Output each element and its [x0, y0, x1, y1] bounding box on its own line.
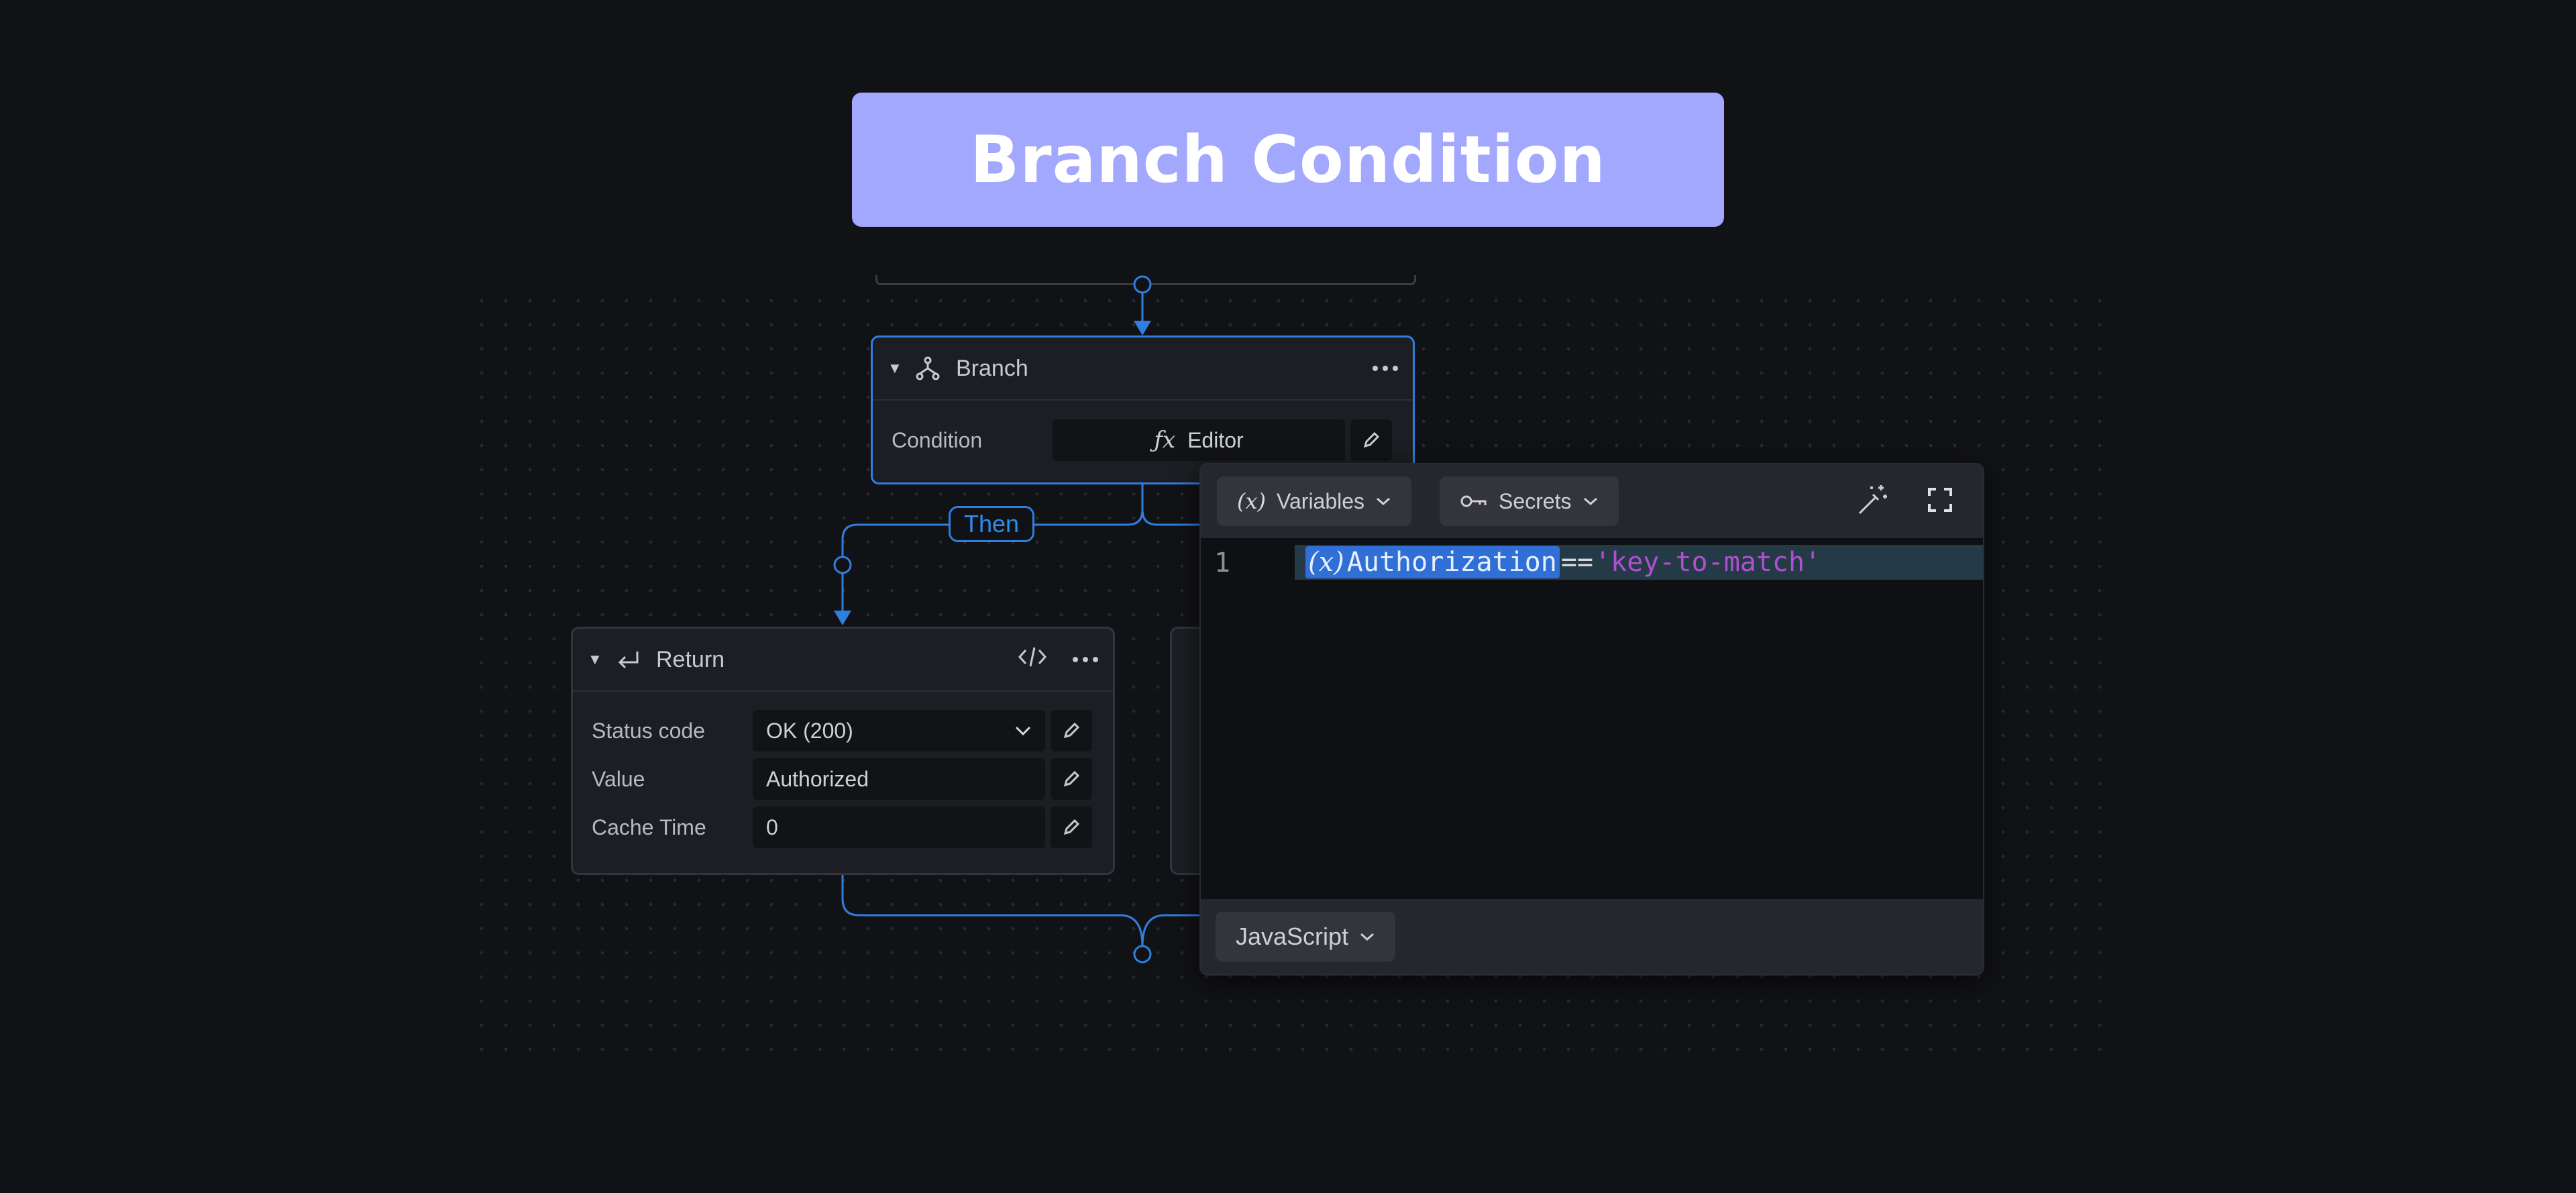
- edit-status-code-button[interactable]: [1051, 710, 1092, 751]
- code-editor-footer: JavaScript: [1201, 899, 1983, 974]
- return-node-header: ▼ Return: [573, 629, 1113, 692]
- more-options-icon[interactable]: [1373, 366, 1398, 371]
- collapse-caret-icon[interactable]: ▼: [588, 651, 602, 668]
- return-node-title: Return: [656, 646, 725, 672]
- edit-cache-time-button[interactable]: [1051, 807, 1092, 848]
- then-edge-label: Then: [949, 506, 1034, 542]
- pencil-icon: [1063, 770, 1080, 787]
- condition-label: Condition: [892, 427, 983, 452]
- collapse-caret-icon[interactable]: ▼: [888, 360, 902, 376]
- condition-editor-label: Editor: [1187, 427, 1244, 452]
- then-port: [833, 556, 852, 574]
- variable-icon: (x): [1237, 488, 1267, 514]
- pencil-icon: [1063, 819, 1080, 835]
- chevron-down-icon: [1015, 726, 1031, 736]
- return-icon: [614, 649, 656, 670]
- pencil-icon: [1363, 431, 1380, 448]
- branch-icon: [914, 355, 956, 382]
- cache-time-input[interactable]: 0: [753, 807, 1045, 848]
- chevron-down-icon: [1360, 933, 1375, 941]
- fullscreen-icon[interactable]: [1927, 486, 1953, 517]
- value-label: Value: [592, 766, 645, 791]
- secrets-dropdown[interactable]: Secrets: [1440, 476, 1619, 526]
- code-editor-toolbar: (x) Variables Secrets: [1201, 464, 1983, 538]
- code-view-icon[interactable]: [1018, 645, 1047, 675]
- line-number: 1: [1214, 548, 1231, 578]
- return-node[interactable]: ▼ Return Status code OK (200) Val: [571, 627, 1115, 875]
- merge-port: [1133, 945, 1152, 964]
- operator-token: ==: [1560, 547, 1594, 578]
- edit-value-button[interactable]: [1051, 758, 1092, 800]
- language-select[interactable]: JavaScript: [1216, 912, 1396, 962]
- language-label: JavaScript: [1236, 923, 1349, 950]
- more-options-icon[interactable]: [1073, 657, 1098, 662]
- cache-time-value: 0: [766, 815, 778, 839]
- page-title: Branch Condition: [852, 93, 1724, 227]
- secrets-label: Secrets: [1499, 488, 1572, 513]
- condition-editor-field[interactable]: ƒx Editor: [1053, 419, 1345, 461]
- variable-token[interactable]: (x) Authorization: [1305, 546, 1560, 578]
- branch-node-header: ▼ Branch: [873, 338, 1413, 401]
- variable-token-icon: (x): [1308, 547, 1344, 578]
- chevron-down-icon: [1583, 497, 1597, 506]
- fx-icon: ƒx: [1154, 427, 1176, 454]
- status-code-value: OK (200): [766, 718, 853, 743]
- pencil-icon: [1063, 722, 1080, 739]
- variables-label: Variables: [1277, 488, 1365, 513]
- string-token: 'key-to-match': [1595, 547, 1821, 578]
- variable-token-name: Authorization: [1346, 547, 1557, 578]
- code-area[interactable]: 1 (x) Authorization == 'key-to-match': [1201, 538, 1983, 900]
- cache-time-label: Cache Time: [592, 815, 706, 839]
- key-icon: [1460, 495, 1487, 507]
- value-input[interactable]: Authorized: [753, 758, 1045, 800]
- branch-node-title: Branch: [956, 355, 1028, 381]
- input-port: [1133, 275, 1152, 294]
- chevron-down-icon: [1377, 497, 1391, 506]
- status-code-label: Status code: [592, 718, 705, 743]
- status-code-row: Status code OK (200): [573, 707, 1113, 755]
- variables-dropdown[interactable]: (x) Variables: [1217, 476, 1412, 526]
- value-row: Value Authorized: [573, 755, 1113, 803]
- value-text: Authorized: [766, 766, 869, 791]
- cache-time-row: Cache Time 0: [573, 803, 1113, 851]
- branch-node[interactable]: ▼ Branch Condition ƒx Editor: [871, 335, 1415, 484]
- code-editor-popover[interactable]: (x) Variables Secrets 1 (x: [1199, 463, 1984, 976]
- condition-row: Condition ƒx Editor: [873, 401, 1413, 480]
- status-code-select[interactable]: OK (200): [753, 710, 1045, 751]
- code-line[interactable]: (x) Authorization == 'key-to-match': [1295, 545, 1983, 580]
- edit-condition-button[interactable]: [1350, 419, 1392, 461]
- magic-wand-icon[interactable]: [1856, 482, 1890, 521]
